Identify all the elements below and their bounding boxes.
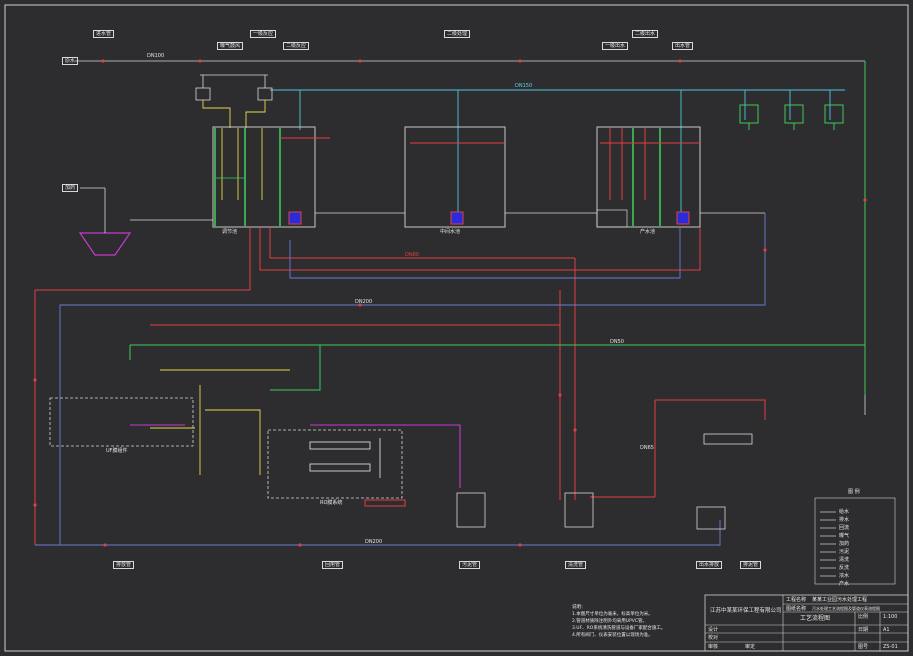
project-label: 工程名称 bbox=[786, 597, 807, 603]
legend-item: 回流 bbox=[839, 525, 850, 531]
legend-item: 浓水 bbox=[839, 573, 850, 579]
tag-reuse: 回用管 bbox=[322, 561, 344, 569]
tag-outlet2: 二级出水 bbox=[632, 30, 659, 38]
note-line: 1.本图尺寸单位为毫米，标高单位为米。 bbox=[572, 612, 653, 617]
tank-c-label: 产水池 bbox=[640, 229, 656, 235]
row-label: 校对 bbox=[708, 635, 719, 641]
sheet-value: A1 bbox=[883, 627, 890, 633]
col-label: 图号 bbox=[858, 644, 869, 650]
tag-sludge: 污泥管 bbox=[459, 561, 481, 569]
legend-item: 产水 bbox=[839, 581, 850, 587]
drawing-value: 污水处理工艺流程图及管道仪表流程图 bbox=[812, 606, 880, 611]
company-name: 江苏中某某环保工程有限公司 bbox=[710, 608, 782, 614]
notes-heading: 说明： bbox=[572, 605, 586, 610]
pipe-label: DN100 bbox=[147, 53, 165, 59]
pipe-label: DN200 bbox=[355, 299, 373, 305]
legend-item: 污泥 bbox=[839, 549, 850, 555]
drawing-number: ZS-01 bbox=[883, 644, 898, 650]
row-label: 设计 bbox=[708, 627, 719, 633]
uf-module-label: UF膜组件 bbox=[106, 448, 128, 454]
scale-value: 1:100 bbox=[883, 614, 898, 620]
note-line: 3.UF、RO系统清洗管道与设备厂家配合施工。 bbox=[572, 626, 666, 631]
tag-outlet1: 一级出水 bbox=[602, 42, 629, 50]
legend-item: 清洗 bbox=[839, 557, 850, 563]
tank-b-label: 中间水池 bbox=[440, 229, 461, 235]
col-label: 比例 bbox=[858, 614, 869, 620]
tag-raw-water: 原水 bbox=[62, 57, 79, 65]
pipe-label: DN200 bbox=[365, 539, 383, 545]
row-label: 审定 bbox=[745, 644, 756, 650]
row-label: 审核 bbox=[708, 644, 719, 650]
legend-title: 图 例 bbox=[848, 489, 860, 495]
tag-discharge: 排放管 bbox=[113, 561, 135, 569]
note-line: 4.所有阀门、仪表安装位置以现场为准。 bbox=[572, 633, 653, 638]
col-label: 日期 bbox=[858, 627, 869, 633]
tag-stage1: 一级反应 bbox=[250, 30, 277, 38]
tag-stage2: 二级反应 bbox=[283, 42, 310, 50]
tag-inlet-pipe: 进水管 bbox=[93, 30, 115, 38]
tag-outlet-pipe: 出水管 bbox=[672, 42, 694, 50]
pipe-label: DN150 bbox=[515, 83, 533, 89]
notes: 说明： 1.本图尺寸单位为毫米，标高单位为米。 2.管道材质除注明外均采用UPV… bbox=[572, 604, 665, 639]
pipe-label: DN50 bbox=[610, 339, 624, 345]
tag-dosing: 加药 bbox=[62, 184, 79, 192]
pipe-label: DN80 bbox=[405, 252, 419, 258]
tank-a-label: 调节池 bbox=[222, 229, 238, 235]
ro-unit-label: RO膜系统 bbox=[320, 500, 343, 506]
tag-secondary: 二级处理 bbox=[444, 30, 471, 38]
note-line: 2.管道材质除注明外均采用UPVC管。 bbox=[572, 619, 648, 624]
tag-blower: 曝气鼓风 bbox=[217, 42, 244, 50]
tag-cleaning: 清洗管 bbox=[565, 561, 587, 569]
legend-item: 反洗 bbox=[839, 565, 850, 571]
legend-item: 加药 bbox=[839, 541, 850, 547]
drawing-label: 图纸名称 bbox=[786, 606, 807, 612]
tag-sludge-discharge: 排泥管 bbox=[740, 561, 762, 569]
drawing-title: 工艺流程图 bbox=[800, 615, 831, 622]
legend-item: 排水 bbox=[839, 517, 850, 523]
tag-effluent: 出水排放 bbox=[696, 561, 723, 569]
project-value: 某某工业园污水处理工程 bbox=[812, 597, 868, 603]
pipe-label: DN65 bbox=[640, 445, 654, 451]
legend-item: 曝气 bbox=[839, 533, 850, 539]
legend-item: 给水 bbox=[839, 509, 850, 515]
